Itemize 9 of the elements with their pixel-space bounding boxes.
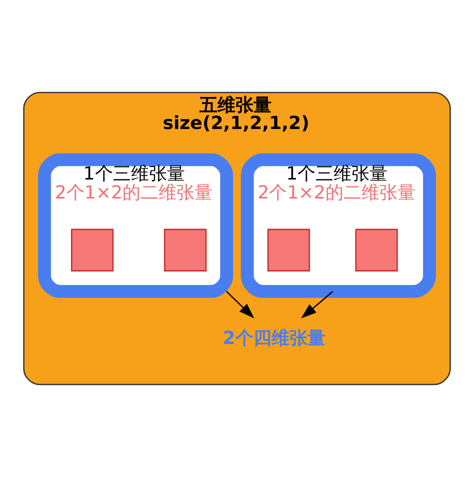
node-box — [164, 228, 207, 272]
node-text: 2个四维张量 — [222, 328, 326, 350]
arrow — [226, 291, 254, 318]
cluster: 1个三维张量 2个1×2的二维张量 — [38, 153, 234, 298]
node-box — [355, 228, 398, 272]
arrow — [301, 290, 334, 318]
node-box — [267, 228, 310, 272]
node-box — [70, 228, 114, 272]
cluster: 1个三维张量 2个1×2的二维张量 — [240, 153, 436, 298]
